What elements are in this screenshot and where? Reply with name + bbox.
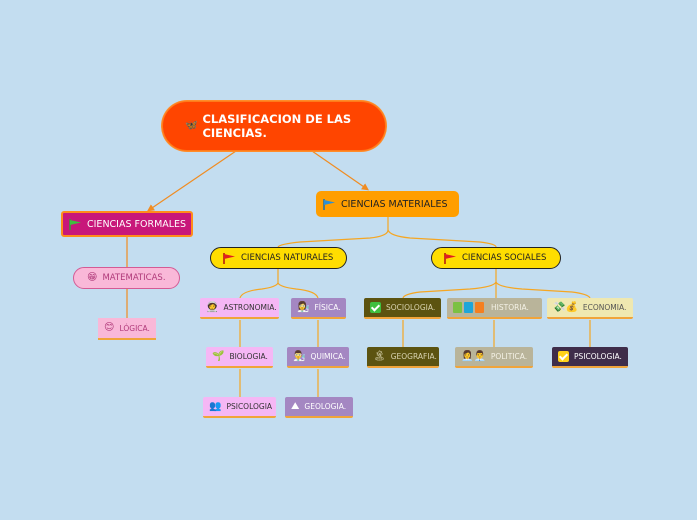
label: FÍSICA. — [314, 303, 341, 312]
connector-materiales-sociales — [387, 229, 497, 248]
scientist-icon: 👩‍🔬 — [297, 301, 310, 313]
label: SOCIOLOGIA. — [386, 303, 436, 312]
label: MATEMATICAS. — [102, 273, 166, 283]
label: GEOGRAFIA. — [390, 352, 437, 361]
node-ciencias-formales[interactable]: CIENCIAS FORMALES — [61, 211, 193, 237]
label: PSICOLOGIA — [226, 402, 273, 411]
node-biologia[interactable]: 🌱 BIOLOGIA. — [206, 347, 273, 368]
books-icon — [453, 302, 486, 313]
money-icon: 💸💰 — [553, 301, 578, 313]
seedling-icon: 🌱 — [212, 350, 225, 362]
politicians-icon: 👩‍💼👨‍💼 — [461, 350, 486, 362]
check-icon — [370, 302, 381, 313]
node-politica[interactable]: 👩‍💼👨‍💼 POLITICA. — [455, 347, 533, 368]
label: CIENCIAS SOCIALES — [462, 253, 547, 263]
node-psicologia-sociales[interactable]: PSICOLOGIA. — [552, 347, 628, 368]
label: CIENCIAS FORMALES — [87, 218, 187, 230]
connector-materiales-naturales — [277, 217, 389, 248]
astronaut-icon: 🧑‍🚀 — [206, 301, 219, 313]
connector-sociales-economia — [495, 281, 591, 299]
root-label: CLASIFICACION DE LAS CIENCIAS. — [202, 112, 352, 140]
node-logica[interactable]: 😊 LÓGICA. — [98, 318, 156, 340]
red-flag-icon — [223, 252, 236, 264]
node-sociologia[interactable]: SOCIOLOGIA. — [364, 298, 441, 319]
grinning-face-icon: 😁 — [87, 272, 98, 283]
green-flag-icon — [69, 218, 82, 230]
chemist-icon: 👨‍🔬 — [293, 350, 306, 362]
label: QUIMICA. — [310, 352, 346, 361]
node-geologia[interactable]: ⛰ GEOLOGIA. — [285, 397, 353, 418]
node-quimica[interactable]: 👨‍🔬 QUIMICA. — [287, 347, 349, 368]
label: CIENCIAS NATURALES — [241, 253, 334, 263]
label: ASTRONOMIA. — [223, 303, 277, 312]
smiling-face-icon: 😊 — [104, 322, 115, 333]
root-node[interactable]: 🦋 CLASIFICACION DE LAS CIENCIAS. — [162, 101, 386, 151]
red-flag-icon — [444, 252, 457, 264]
node-matematicas[interactable]: 😁 MATEMATICAS. — [73, 267, 180, 289]
blue-flag-icon — [323, 198, 336, 210]
node-geografia[interactable]: 🏝 GEOGRAFIA. — [367, 347, 439, 368]
label: GEOLOGIA. — [304, 402, 347, 411]
connector-naturales-fisica — [277, 282, 319, 299]
label: LÓGICA. — [119, 323, 150, 333]
connector-sociales-sociologia — [402, 269, 497, 299]
node-ciencias-materiales[interactable]: CIENCIAS MATERIALES — [316, 191, 459, 217]
butterfly-icon: 🦋 — [185, 120, 198, 131]
label: POLITICA. — [490, 352, 528, 361]
node-astronomia[interactable]: 🧑‍🚀 ASTRONOMIA. — [200, 298, 279, 319]
connector-root-formales — [147, 150, 237, 212]
people-silhouette-icon: 👥 — [209, 400, 222, 412]
connector-root-materiales — [311, 150, 369, 191]
connector-naturales-astronomia — [239, 269, 279, 299]
label: CIENCIAS MATERIALES — [341, 198, 448, 210]
node-historia[interactable]: HISTORIA. — [447, 298, 542, 319]
label: PSICOLOGIA. — [574, 352, 622, 361]
label: ECONOMIA. — [582, 303, 627, 312]
yellow-check-icon — [558, 351, 569, 362]
node-fisica[interactable]: 👩‍🔬 FÍSICA. — [291, 298, 346, 319]
node-economia[interactable]: 💸💰 ECONOMIA. — [547, 298, 633, 319]
label: BIOLOGIA. — [229, 352, 268, 361]
node-ciencias-sociales[interactable]: CIENCIAS SOCIALES — [431, 247, 561, 269]
node-ciencias-naturales[interactable]: CIENCIAS NATURALES — [210, 247, 347, 269]
label: HISTORIA. — [491, 303, 529, 312]
mountain-icon: ⛰ — [291, 400, 300, 412]
node-psicologia-naturales[interactable]: 👥 PSICOLOGIA — [203, 397, 276, 418]
island-icon: 🏝 — [373, 350, 386, 362]
